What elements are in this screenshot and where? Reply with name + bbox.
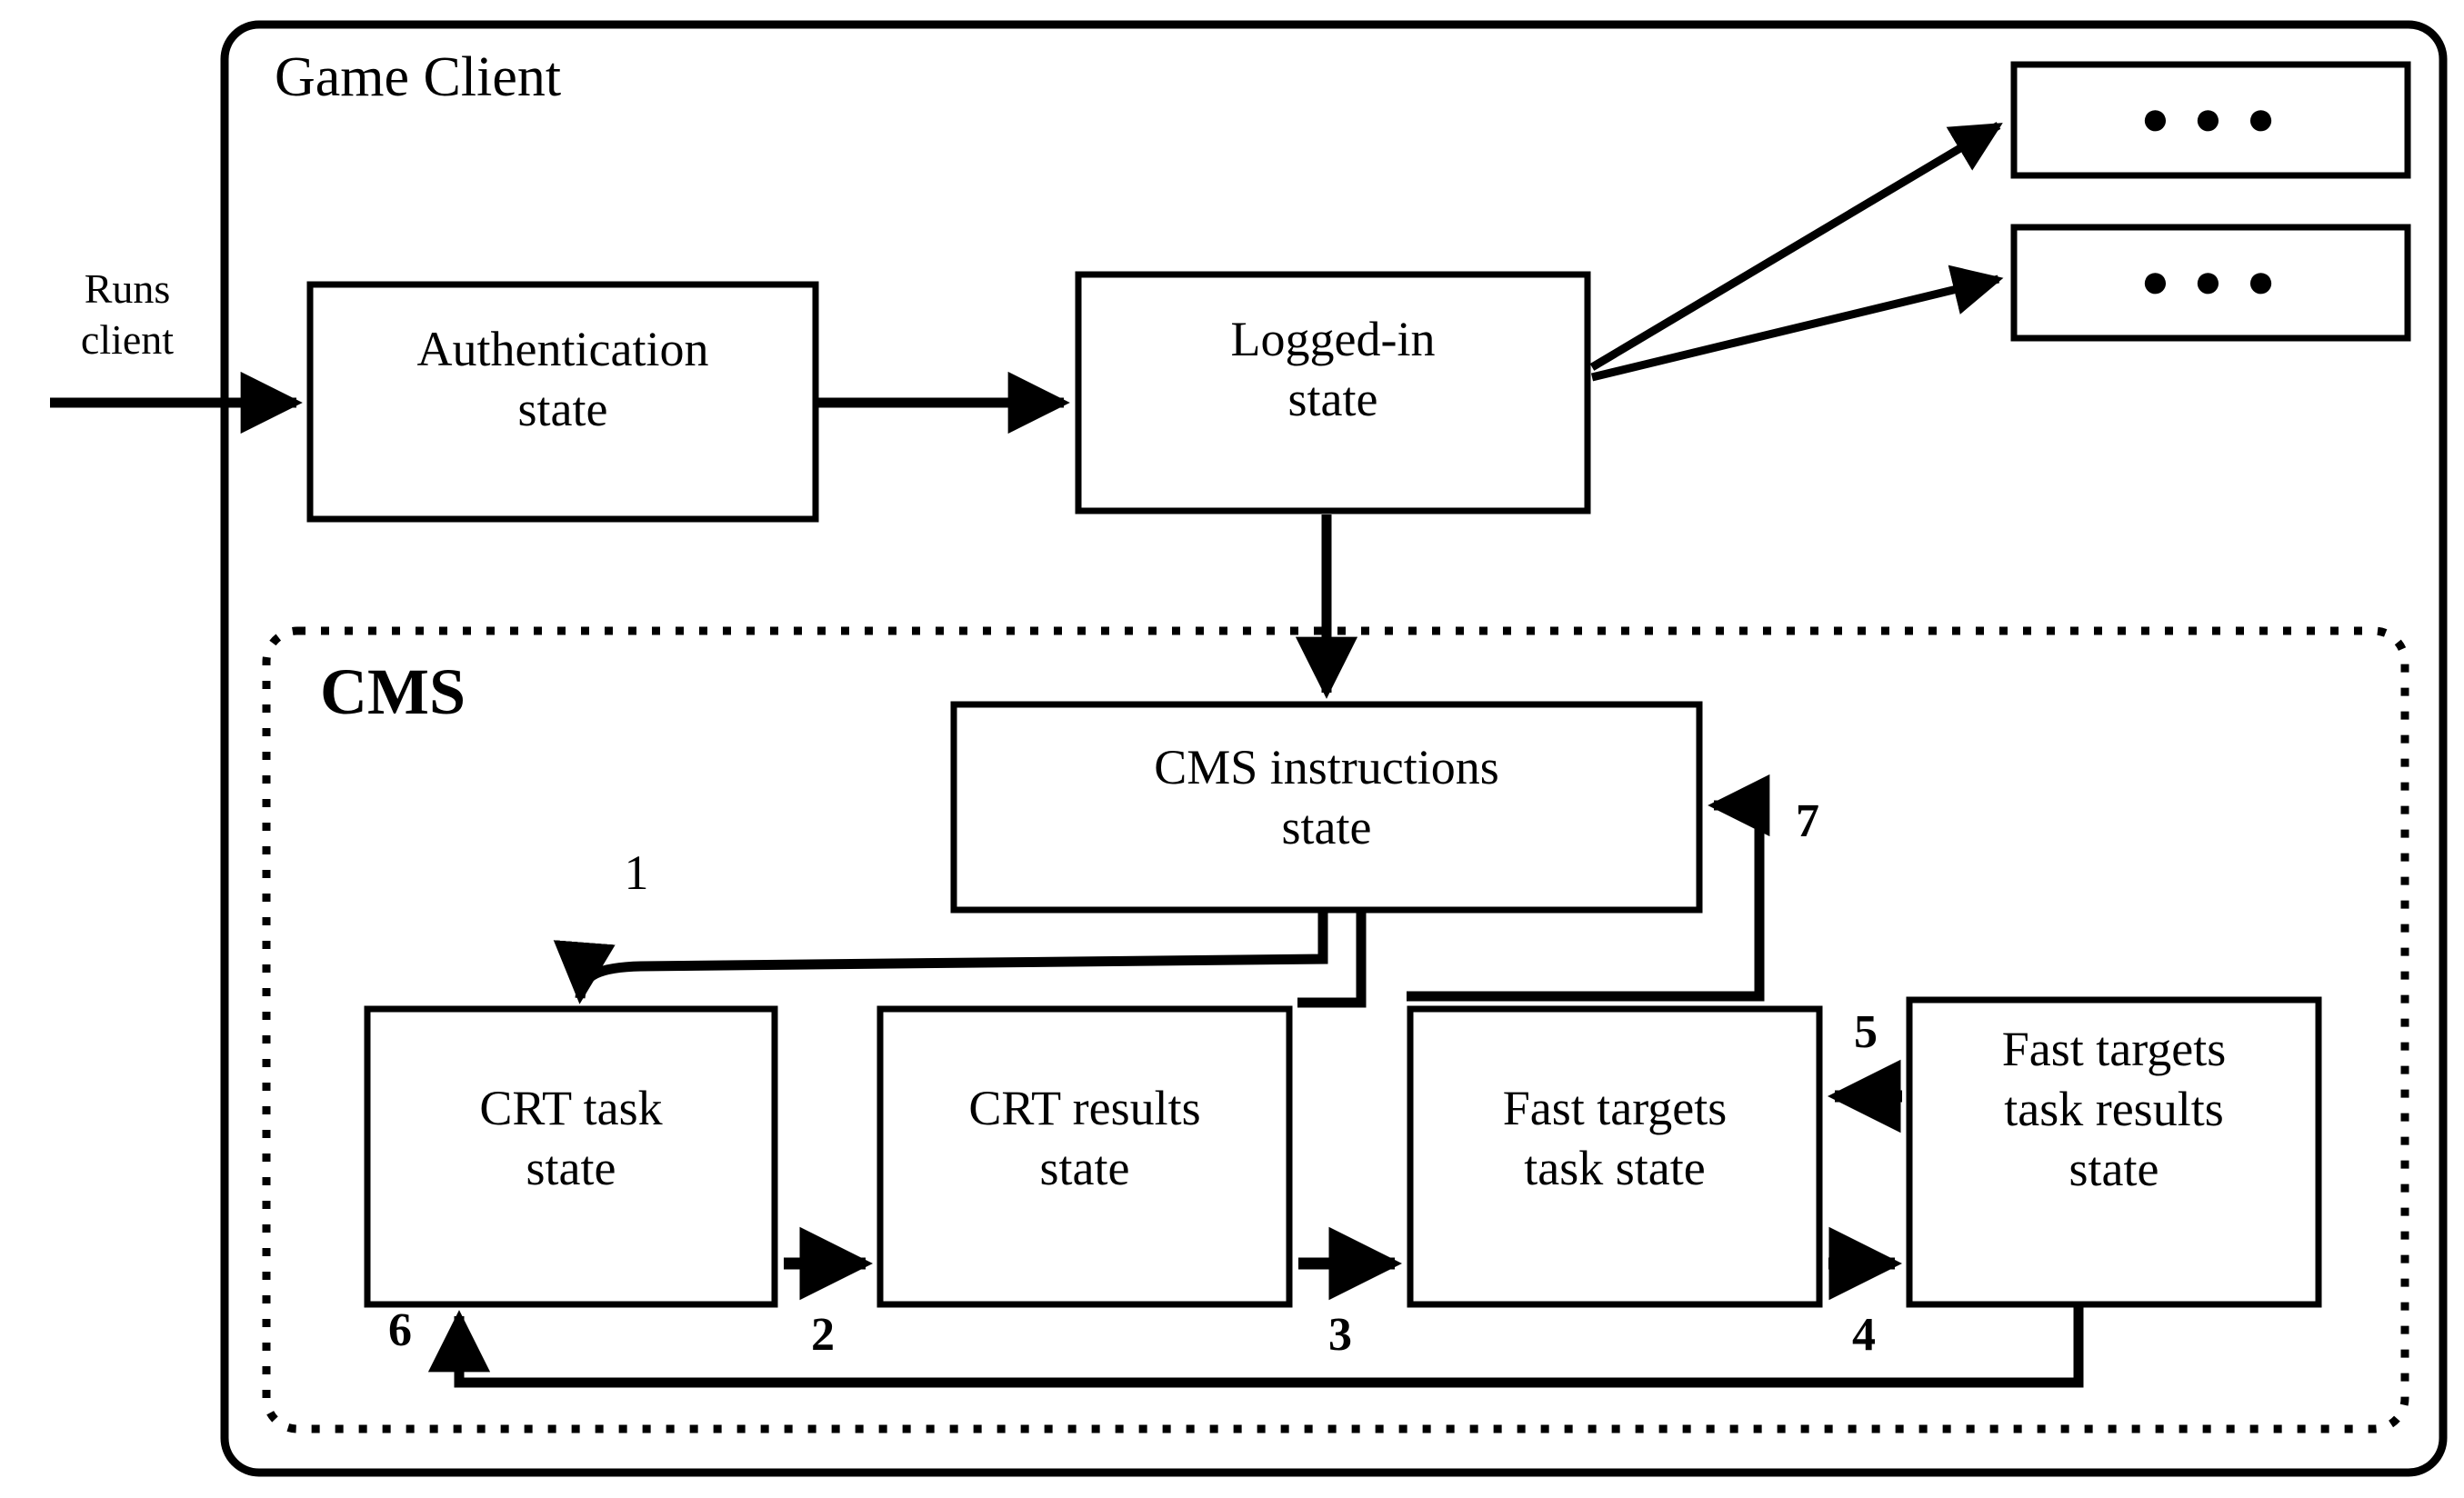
state-box-crt-results[interactable] xyxy=(876,1005,1293,1308)
step-number-7: 7 xyxy=(1796,795,1819,847)
state-box-cms-instructions[interactable] xyxy=(950,701,1703,914)
game-client-container xyxy=(220,20,2448,1477)
state-label-logged-in: Logged-in state xyxy=(1230,312,1436,426)
transition-1-path xyxy=(553,910,1328,1004)
cms-container xyxy=(262,626,2409,1433)
step-number-1: 1 xyxy=(624,845,649,900)
connector-cms-to-crt-results xyxy=(1297,910,1367,1008)
transition-logged-in-to-other-2-arrow xyxy=(1590,265,2004,382)
transition-logged-in-to-other-1-arrow xyxy=(1589,122,2003,371)
state-label-cms-instructions: CMS instructions state xyxy=(1154,740,1499,854)
step-number-3: 3 xyxy=(1328,1309,1352,1361)
state-label-other-1: ● ● ● xyxy=(2140,91,2281,145)
game-client-title: Game Client xyxy=(275,46,562,108)
step-number-5: 5 xyxy=(1854,1006,1878,1058)
step-number-2: 2 xyxy=(811,1309,835,1361)
state-box-fast-targets-task[interactable] xyxy=(1407,1005,1823,1308)
state-label-fast-targets-task: Fast targets task state xyxy=(1502,1081,1728,1195)
state-label-crt-task: CRT task state xyxy=(479,1081,663,1195)
state-label-fast-targets-results: Fast targets task results state xyxy=(2001,1022,2227,1196)
runs-client-label: Runs client xyxy=(80,265,175,364)
state-label-other-2: ● ● ● xyxy=(2140,254,2281,308)
transition-6-path xyxy=(427,1307,2084,1388)
state-box-crt-task[interactable] xyxy=(364,1005,778,1308)
state-box-logged-in[interactable] xyxy=(1075,271,1591,514)
state-box-authentication[interactable] xyxy=(306,281,819,523)
transition-7-path xyxy=(1407,774,1770,1002)
state-label-authentication: Authentication state xyxy=(416,322,709,436)
state-box-fast-targets-results[interactable] xyxy=(1906,996,2322,1308)
state-box-other-2[interactable] xyxy=(2010,224,2411,342)
step-number-6: 6 xyxy=(388,1304,412,1356)
state-box-other-1[interactable] xyxy=(2010,61,2411,179)
cms-title: CMS xyxy=(320,655,466,728)
state-label-crt-results: CRT results state xyxy=(968,1081,1201,1195)
step-number-4: 4 xyxy=(1852,1309,1876,1361)
